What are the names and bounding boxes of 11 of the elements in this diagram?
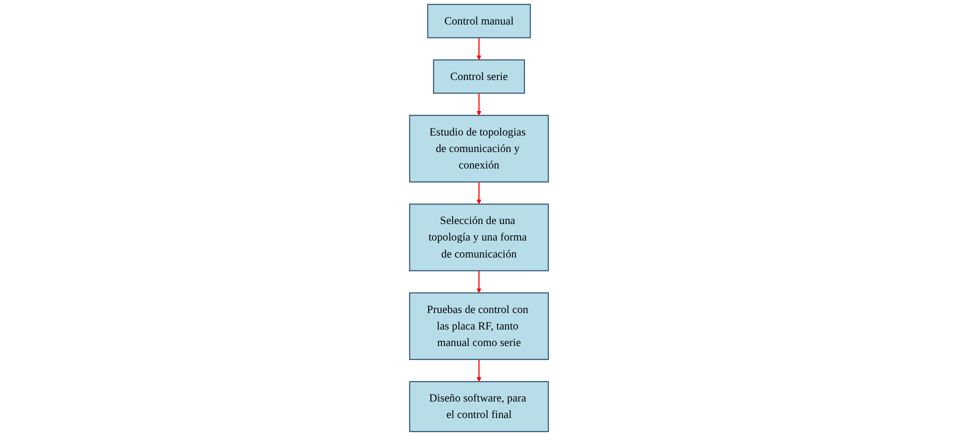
node-box: Control serie: [433, 59, 525, 94]
node-box: Diseño software, para el control final: [409, 381, 549, 432]
arrow: [476, 359, 482, 382]
arrow: [476, 270, 482, 294]
node-box: Selección de una topología y una forma de comunicación: [409, 204, 549, 272]
arrow: [476, 182, 482, 204]
arrow: [476, 38, 482, 60]
node-box: Control manual: [427, 4, 531, 38]
node-box: Pruebas de control con las placa RF, tanto manual como serie: [409, 292, 549, 360]
node-box: Estudio de topologias de comunicación y conexión: [409, 114, 549, 182]
arrow: [476, 93, 482, 116]
